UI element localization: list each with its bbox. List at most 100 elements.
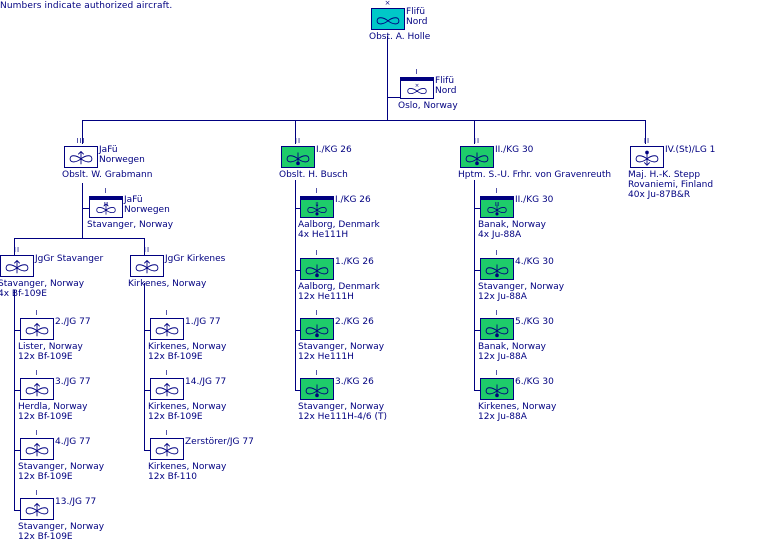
fighter-unit-icon[interactable]: III [89, 196, 123, 218]
fighter-unit-icon[interactable] [20, 318, 54, 340]
unit-size-marker: I [415, 68, 419, 76]
bomber-unit-icon[interactable] [480, 318, 514, 340]
unit-detail: Kirkenes, Norway [128, 279, 207, 289]
unit-detail: 12x Ju-88A [478, 352, 527, 362]
unit-detail: 4x Bf-109E [0, 289, 47, 299]
legend-note: Numbers indicate authorized aircraft. [0, 1, 173, 11]
unit-size-marker: I [495, 249, 499, 257]
naval-air-unit-icon[interactable] [371, 8, 405, 30]
unit-size-marker: II [294, 137, 302, 145]
connector-line [387, 36, 388, 121]
svg-text:II: II [315, 202, 319, 208]
naval-air-unit-icon[interactable]: × [400, 77, 434, 99]
fighter-unit-icon[interactable] [20, 378, 54, 400]
unit-name: 3./KG 26 [335, 377, 374, 387]
unit-detail: Stavanger, Norway [298, 342, 385, 352]
unit-size-marker: I [35, 309, 39, 317]
fighter-unit-icon[interactable] [150, 378, 184, 400]
bomber-unit-icon[interactable] [460, 146, 494, 168]
unit-detail: Aalborg, Denmark [298, 282, 380, 292]
connector-line [82, 208, 89, 209]
connector-line [295, 270, 300, 271]
fighter-unit-icon[interactable] [150, 318, 184, 340]
unit-name: JaFü [124, 195, 143, 205]
unit-name: 5./KG 30 [515, 317, 554, 327]
unit-detail: Lister, Norway [18, 342, 83, 352]
connector-line [295, 330, 300, 331]
bomber-unit-icon[interactable] [281, 146, 315, 168]
unit-name: JgGr Kirkenes [165, 254, 226, 264]
unit-detail: Stavanger, Norway [478, 282, 565, 292]
bomber-unit-icon[interactable]: II [300, 196, 334, 218]
unit-name: Zerstörer/JG 77 [185, 437, 254, 447]
unit-detail: Obslt. H. Busch [279, 170, 348, 180]
dive-bomber-unit-icon[interactable] [630, 146, 664, 168]
unit-detail: 4x He111H [298, 230, 349, 240]
unit-name: 2./KG 26 [335, 317, 374, 327]
fighter-unit-icon[interactable] [64, 146, 98, 168]
unit-name: II./KG 30 [515, 195, 554, 205]
unit-size-marker: I [165, 309, 169, 317]
unit-detail: 40x Ju-87B&R [628, 190, 691, 200]
unit-detail: Rovaniemi, Finland [628, 180, 714, 190]
unit-detail: 12x He111H [298, 292, 354, 302]
connector-line [295, 390, 300, 391]
bomber-unit-icon[interactable] [480, 258, 514, 280]
unit-detail: 12x He111H [298, 352, 354, 362]
unit-name: Nord [435, 86, 457, 96]
unit-detail: Obslt. W. Grabmann [62, 170, 153, 180]
bomber-unit-icon[interactable] [480, 378, 514, 400]
connector-line [82, 120, 83, 144]
unit-name: 1./KG 26 [335, 257, 374, 267]
svg-text:×: × [415, 83, 420, 89]
connector-line [14, 290, 15, 511]
unit-detail: 4x Ju-88A [478, 230, 522, 240]
unit-detail: Kirkenes, Norway [148, 342, 227, 352]
unit-detail: 12x Ju-88A [478, 412, 527, 422]
unit-detail: Kirkenes, Norway [478, 402, 557, 412]
unit-detail: Stavanger, Norway [0, 279, 85, 289]
unit-name: 2./JG 77 [55, 317, 91, 327]
unit-name: I./KG 26 [316, 145, 352, 155]
connector-line [144, 330, 150, 331]
unit-detail: Stavanger, Norway [18, 522, 105, 532]
unit-name: JgGr Stavanger [35, 254, 104, 264]
connector-line [144, 390, 150, 391]
unit-detail: Oslo, Norway [398, 101, 458, 111]
fighter-unit-icon[interactable] [0, 255, 34, 277]
svg-text:III: III [104, 202, 109, 208]
svg-text:III: III [495, 202, 500, 208]
connector-line [295, 180, 296, 391]
unit-size-marker: II [473, 137, 481, 145]
connector-line [474, 208, 480, 209]
connector-line [14, 450, 20, 451]
fighter-unit-icon[interactable] [150, 438, 184, 460]
unit-name: 4./JG 77 [55, 437, 91, 447]
unit-detail: 12x Bf-109E [148, 352, 203, 362]
connector-line [474, 120, 475, 144]
connector-line [474, 180, 475, 391]
unit-size-marker: II [143, 246, 151, 254]
unit-detail: Banak, Norway [478, 220, 546, 230]
fighter-unit-icon[interactable] [130, 255, 164, 277]
connector-line [144, 450, 150, 451]
fighter-unit-icon[interactable] [20, 438, 54, 460]
bomber-unit-icon[interactable] [300, 318, 334, 340]
unit-size-marker: I [104, 187, 108, 195]
unit-size-marker: I [165, 369, 169, 377]
unit-name: 6./KG 30 [515, 377, 554, 387]
bomber-unit-icon[interactable] [300, 378, 334, 400]
unit-detail: Kirkenes, Norway [148, 462, 227, 472]
unit-detail: 12x Bf-109E [18, 412, 73, 422]
fighter-unit-icon[interactable] [20, 498, 54, 520]
connector-line [82, 120, 645, 121]
unit-detail: Banak, Norway [478, 342, 546, 352]
connector-line [474, 270, 480, 271]
bomber-unit-icon[interactable]: III [480, 196, 514, 218]
unit-size-marker: II [13, 246, 21, 254]
unit-detail: Stavanger, Norway [87, 220, 174, 230]
bomber-unit-icon[interactable] [300, 258, 334, 280]
connector-line [144, 238, 145, 255]
unit-name: IV.(St)/LG 1 [665, 145, 716, 155]
unit-size-marker: I [165, 429, 169, 437]
